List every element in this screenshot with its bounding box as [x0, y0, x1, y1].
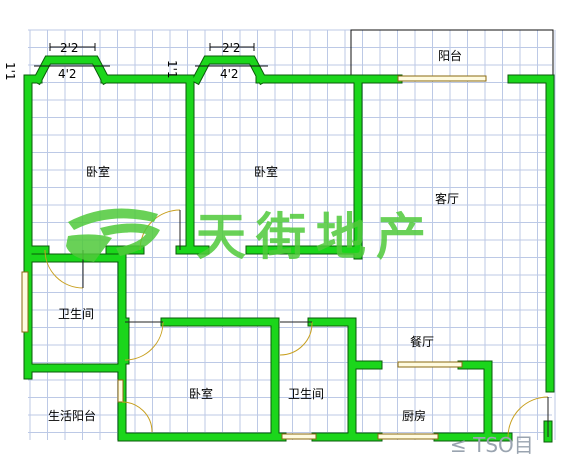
bay-right-top-dim: 2'2: [222, 41, 241, 55]
room-label-utility-balcony: 生活阳台: [48, 408, 96, 423]
utility-door: [117, 379, 124, 403]
watermark: 天街地产: [66, 208, 436, 266]
side-mid-dim: 1'1: [165, 60, 179, 79]
watermark-text: 天街地产: [196, 208, 436, 266]
walls: [23, 55, 555, 443]
balcony-sliding-door: [397, 75, 487, 82]
room-label-dining-room: 餐厅: [410, 334, 434, 349]
balcony-frame: [350, 29, 554, 80]
background-grid: [28, 29, 556, 440]
side-left-dim: 1'1: [3, 62, 17, 81]
entry-door-arc: [507, 396, 549, 438]
room-label-bathroom-1: 卫生间: [58, 307, 94, 321]
watermark-logo-icon: [66, 208, 160, 262]
dining-sliding-door: [397, 361, 463, 368]
doors: [44, 209, 549, 438]
corner-mark: ≤ TSO目: [450, 433, 534, 457]
room-label-bedroom-2: 卧室: [254, 164, 278, 179]
bay-left-bottom-dim: 4'2: [58, 67, 77, 81]
bay-right-bottom-dim: 4'2: [220, 67, 239, 81]
bathroom2-window: [281, 433, 317, 440]
room-labels: 卧室 卧室 阳台 客厅 卫生间 餐厅 卧室 卫生间 厨房 生活阳台: [48, 48, 462, 423]
windows: [21, 75, 487, 440]
room-label-kitchen: 厨房: [402, 408, 426, 423]
bathroom2-door-arc: [279, 321, 313, 356]
room-label-living-room: 客厅: [435, 191, 459, 206]
room-label-bedroom-1: 卧室: [86, 164, 110, 179]
bedroom1-door-arc: [44, 249, 84, 289]
bedroom3-door-arc: [124, 321, 164, 361]
room-label-bathroom-2: 卫生间: [288, 387, 324, 401]
kitchen-window: [377, 433, 439, 440]
bay-left-top-dim: 2'2: [60, 41, 79, 55]
room-label-bedroom-3: 卧室: [189, 386, 213, 401]
utility-door-arc: [121, 401, 153, 433]
room-label-balcony: 阳台: [438, 48, 462, 63]
bathroom-window: [21, 271, 29, 333]
dimensions: 2'2 4'2 2'2 4'2 1'1 1'1: [3, 41, 268, 81]
